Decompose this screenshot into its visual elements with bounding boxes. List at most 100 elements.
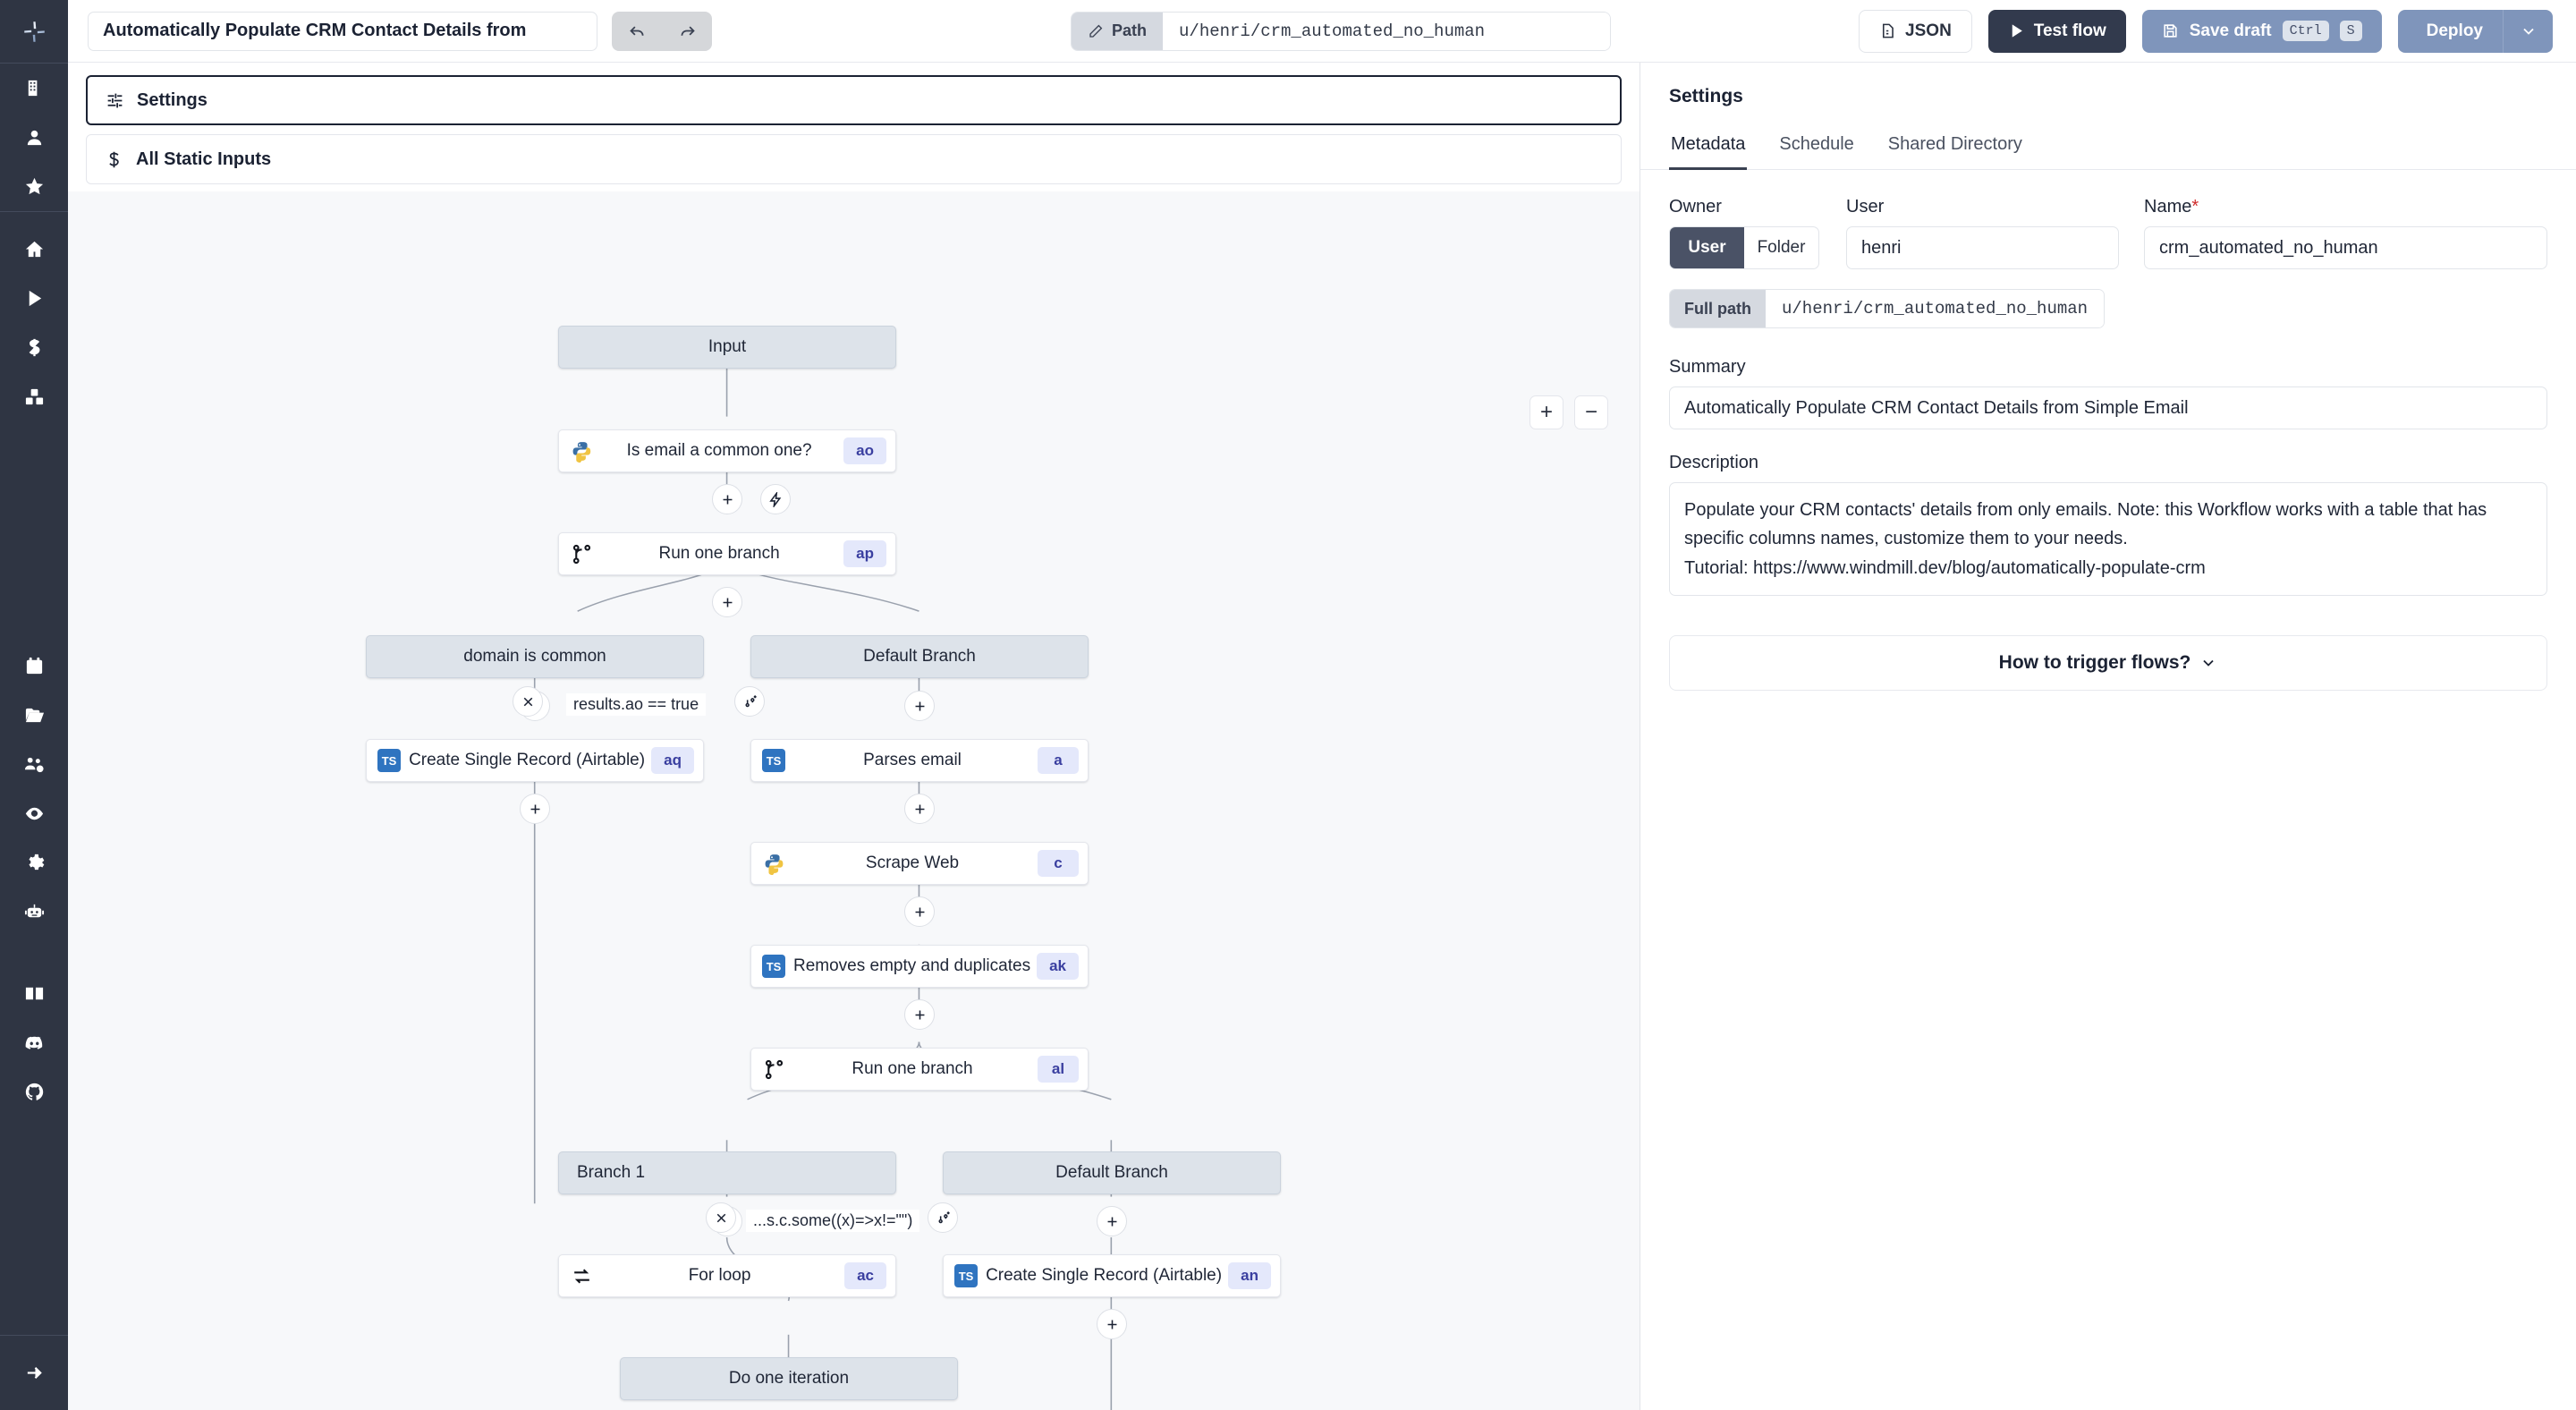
user-field-group: User henri — [1846, 197, 2119, 269]
chevron-down-icon — [2203, 660, 2214, 667]
sidebar-bottom — [0, 1335, 68, 1410]
add-trigger-bolt-icon[interactable] — [760, 484, 791, 514]
node-step-ak[interactable]: TS Removes empty and duplicates ak — [750, 945, 1089, 988]
node-step-ap[interactable]: Run one branch ap — [558, 532, 896, 575]
node-step-al[interactable]: Run one branch al — [750, 1048, 1089, 1091]
sidebar-item-workspace[interactable] — [0, 64, 68, 113]
typescript-icon: TS — [760, 747, 787, 774]
how-to-trigger-flows-button[interactable]: How to trigger flows? — [1669, 635, 2547, 692]
sidebar-item-account[interactable] — [0, 113, 68, 162]
add-step-button[interactable] — [712, 484, 742, 514]
remove-branch-close-icon[interactable] — [513, 686, 543, 717]
zoom-out-button[interactable]: − — [1574, 395, 1608, 429]
step-id-badge: ac — [844, 1262, 886, 1289]
add-step-button[interactable] — [712, 587, 742, 617]
windmill-logo-icon[interactable] — [0, 0, 68, 63]
node-step-c[interactable]: Scrape Web c — [750, 842, 1089, 885]
python-icon — [568, 437, 595, 464]
owner-field-group: Owner User Folder — [1669, 197, 1821, 269]
sidebar-item-runs[interactable] — [0, 274, 68, 323]
summary-input[interactable]: Automatically Populate CRM Contact Detai… — [1669, 386, 2547, 429]
zoom-in-button[interactable]: + — [1530, 395, 1563, 429]
settings-tabs: Metadata Schedule Shared Directory — [1640, 125, 2576, 170]
node-step-an[interactable]: TS Create Single Record (Airtable) an — [943, 1254, 1281, 1297]
add-step-button[interactable] — [1097, 1206, 1127, 1236]
node-branch-default-2[interactable]: Default Branch — [943, 1151, 1281, 1194]
node-branch-domain-is-common[interactable]: domain is common — [366, 635, 704, 678]
sidebar-item-schedules[interactable] — [0, 641, 68, 691]
add-branch-icon[interactable] — [928, 1202, 958, 1233]
node-step-ac[interactable]: For loop ac — [558, 1254, 896, 1297]
node-do-one-iteration[interactable]: Do one iteration — [620, 1357, 958, 1400]
sidebar-item-workers[interactable] — [0, 888, 68, 937]
json-button[interactable]: JSON — [1859, 9, 1972, 53]
node-input[interactable]: Input — [558, 326, 896, 369]
undo-icon[interactable] — [612, 12, 662, 51]
sidebar-item-audit-logs[interactable] — [0, 789, 68, 838]
step-id-badge: ao — [843, 437, 886, 464]
add-step-button[interactable] — [904, 896, 935, 927]
all-static-inputs-label: All Static Inputs — [136, 149, 272, 169]
pencil-icon — [1089, 24, 1103, 38]
user-input[interactable]: henri — [1846, 226, 2119, 269]
sidebar-item-resources[interactable] — [0, 372, 68, 421]
step-id-badge: c — [1038, 850, 1079, 877]
node-step-a[interactable]: TS Parses email a — [750, 739, 1089, 782]
flow-settings-row[interactable]: Settings — [86, 75, 1622, 125]
sidebar-item-variables[interactable] — [0, 323, 68, 372]
sidebar-item-home[interactable] — [0, 225, 68, 274]
sidebar-divider-bottom — [0, 1335, 68, 1336]
tab-metadata[interactable]: Metadata — [1669, 125, 1748, 170]
flow-settings-label: Settings — [137, 89, 208, 110]
sidebar-item-workspace-settings[interactable] — [0, 838, 68, 888]
settings-form: Owner User Folder User henri — [1640, 170, 2576, 692]
typescript-icon: TS — [376, 747, 402, 774]
sidebar-item-favorites[interactable] — [0, 162, 68, 211]
sidebar-item-docs[interactable] — [0, 969, 68, 1018]
sidebar-item-discord[interactable] — [0, 1018, 68, 1067]
deploy-chevron-down-icon[interactable] — [2503, 9, 2553, 53]
sidebar-item-github[interactable] — [0, 1067, 68, 1117]
add-branch-icon[interactable] — [734, 686, 765, 717]
path-value[interactable]: u/henri/crm_automated_no_human — [1163, 12, 1611, 50]
all-static-inputs-row[interactable]: All Static Inputs — [86, 134, 1622, 184]
expand-sidebar-arrow-right-icon[interactable] — [0, 1348, 68, 1397]
loop-icon — [568, 1262, 595, 1289]
name-input[interactable]: crm_automated_no_human — [2144, 226, 2547, 269]
deploy-button[interactable]: Deploy — [2398, 10, 2503, 53]
redo-icon[interactable] — [662, 12, 712, 51]
flow-header-rows: Settings All Static Inputs — [68, 63, 1640, 191]
add-step-button[interactable] — [1097, 1309, 1127, 1339]
node-step-ao[interactable]: Is email a common one? ao — [558, 429, 896, 472]
left-sidebar — [0, 0, 68, 1410]
summary-field-group: Summary Automatically Populate CRM Conta… — [1669, 357, 2547, 429]
summary-label: Summary — [1669, 357, 1746, 377]
sidebar-item-groups[interactable] — [0, 740, 68, 789]
description-textarea[interactable]: Populate your CRM contacts' details from… — [1669, 482, 2547, 597]
owner-user-name-row: Owner User Folder User henri — [1669, 197, 2547, 269]
file-json-icon — [1883, 23, 1894, 38]
add-step-button[interactable] — [904, 999, 935, 1030]
add-step-button[interactable] — [904, 691, 935, 721]
test-flow-button[interactable]: Test flow — [1987, 9, 2126, 53]
tab-shared-directory[interactable]: Shared Directory — [1887, 134, 2022, 154]
description-label: Description — [1669, 453, 1759, 472]
owner-option-folder[interactable]: Folder — [1757, 238, 1806, 257]
tab-schedule[interactable]: Schedule — [1779, 134, 1854, 154]
add-step-button[interactable] — [904, 794, 935, 824]
save-draft-button[interactable]: Save draft Ctrl S — [2141, 9, 2382, 53]
add-step-button[interactable] — [520, 794, 550, 824]
required-marker: * — [2191, 197, 2199, 217]
owner-option-user[interactable]: User — [1670, 227, 1744, 268]
path-field[interactable]: Path u/henri/crm_automated_no_human — [1071, 11, 1612, 51]
flow-title-input[interactable]: Automatically Populate CRM Contact Detai… — [88, 11, 597, 51]
sidebar-item-folders[interactable] — [0, 691, 68, 740]
flow-canvas[interactable]: + − — [68, 191, 1640, 1410]
owner-toggle-group: User Folder — [1669, 226, 1819, 269]
node-branch-default-1[interactable]: Default Branch — [750, 635, 1089, 678]
remove-branch-close-icon[interactable] — [706, 1202, 736, 1233]
node-branch-1[interactable]: Branch 1 — [558, 1151, 896, 1194]
typescript-icon: TS — [953, 1262, 979, 1289]
node-step-aq[interactable]: TS Create Single Record (Airtable) aq — [366, 739, 704, 782]
branch-condition-label: results.ao == true — [566, 693, 707, 716]
